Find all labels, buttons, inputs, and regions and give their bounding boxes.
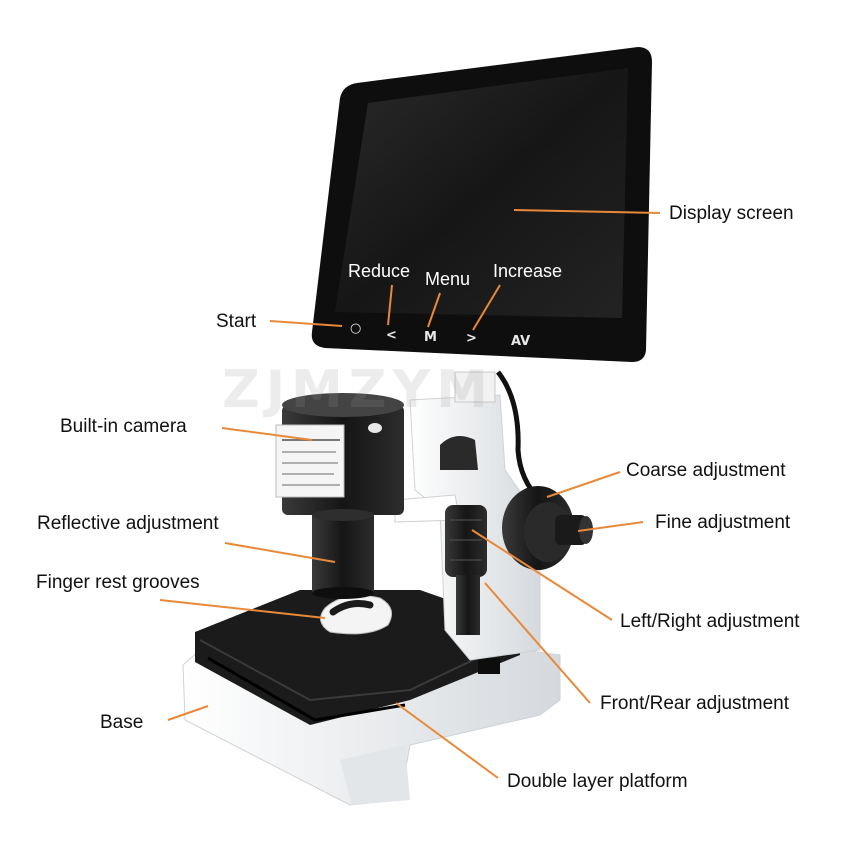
label-front-rear-adjustment: Front/Rear adjustment <box>600 693 790 714</box>
brand-watermark: ZJMZYM <box>222 360 494 420</box>
label-finger-rest-grooves: Finger rest grooves <box>36 572 200 593</box>
reflective-adjustment-tube <box>312 509 374 599</box>
leader-front-rear-adjustment <box>484 582 591 704</box>
leader-lines <box>159 209 661 779</box>
leader-menu <box>427 292 441 328</box>
leader-double-layer-platform <box>395 702 499 779</box>
built-in-camera <box>275 393 404 515</box>
finger-rest-plate <box>320 595 393 635</box>
leader-built-in-camera <box>221 427 313 441</box>
label-built-in-camera: Built-in camera <box>60 416 187 437</box>
leader-reflective-adjustment <box>224 542 336 563</box>
label-double-layer-platform: Double layer platform <box>507 771 688 792</box>
stage-knobs <box>445 505 487 635</box>
label-reflective-adjustment: Reflective adjustment <box>37 513 219 534</box>
menu-button-glyph: M <box>424 330 437 345</box>
label-display-screen: Display screen <box>669 203 794 224</box>
label-reduce: Reduce <box>348 261 411 281</box>
leader-start <box>269 320 343 327</box>
start-button-glyph: ○ <box>350 321 361 336</box>
leader-display-screen <box>513 209 661 214</box>
display-screen-panel <box>335 68 628 318</box>
leader-base <box>167 705 209 721</box>
label-base: Base <box>100 712 144 733</box>
label-start: Start <box>216 311 257 332</box>
cable <box>496 370 542 502</box>
label-menu: Menu <box>425 269 471 289</box>
display-monitor: ○ < M > AV <box>311 47 652 362</box>
leader-coarse-adjustment <box>546 471 621 498</box>
av-button-glyph: AV <box>511 334 530 349</box>
leader-finger-rest-grooves <box>159 599 326 619</box>
leader-increase <box>472 284 501 331</box>
leader-reduce <box>387 284 393 326</box>
leader-fine-adjustment <box>577 521 644 532</box>
label-coarse-adjustment: Coarse adjustment <box>626 460 786 481</box>
label-fine-adjustment: Fine adjustment <box>655 512 791 533</box>
label-left-right-adjustment: Left/Right adjustment <box>620 611 800 632</box>
leader-left-right-adjustment <box>471 529 613 621</box>
focus-knobs <box>502 486 593 570</box>
label-increase: Increase <box>493 261 563 281</box>
double-layer-platform <box>195 590 520 725</box>
increase-button-glyph: > <box>466 331 477 346</box>
reduce-button-glyph: < <box>386 328 397 343</box>
